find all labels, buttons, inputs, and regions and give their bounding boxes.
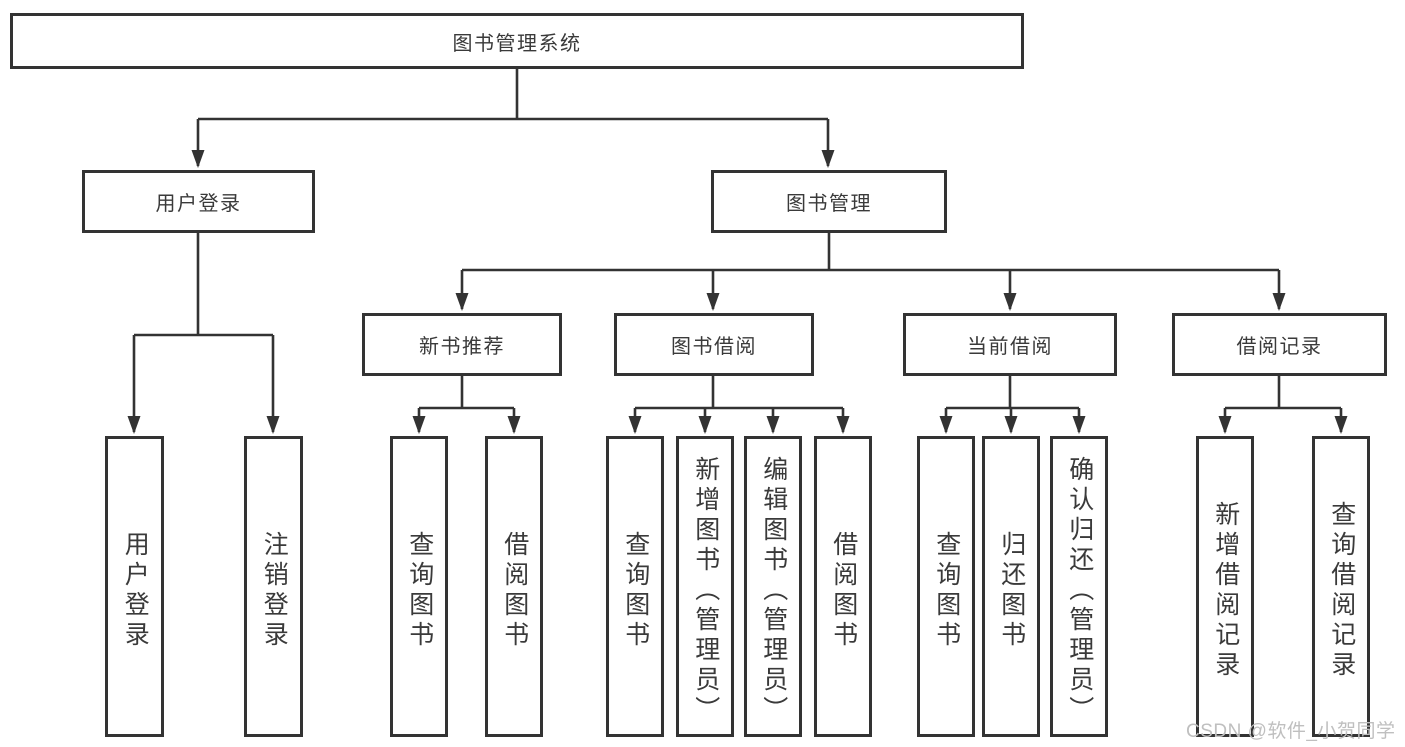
node-leaf-borrow-books-1-label: 借阅图书 [500,530,529,651]
node-user-login: 用户登录 [82,170,315,233]
node-leaf-query-books-2-label: 查询图书 [621,530,650,651]
node-leaf-borrow-books-2: 借阅图书 [814,436,872,737]
node-book-management-label: 图书管理 [786,193,872,215]
node-leaf-confirm-return-admin: 确认归还（管理员） [1050,436,1108,737]
connector-current-borrow-children [939,376,1086,434]
node-borrow-records: 借阅记录 [1172,313,1387,376]
node-leaf-query-borrow-record-label: 查询借阅记录 [1327,500,1356,681]
node-leaf-edit-books-admin: 编辑图书（管理员） [744,436,802,737]
connector-new-book-rec-children [412,376,521,434]
connector-user-login-children [127,233,280,434]
node-root: 图书管理系统 [10,13,1024,69]
node-user-login-label: 用户登录 [155,193,242,215]
node-leaf-query-books-3-label: 查询图书 [932,530,961,651]
node-leaf-return-books-label: 归还图书 [997,530,1026,651]
node-leaf-query-books-2: 查询图书 [606,436,664,737]
node-book-management: 图书管理 [711,170,947,233]
node-leaf-query-borrow-record: 查询借阅记录 [1312,436,1370,737]
node-leaf-add-borrow-record: 新增借阅记录 [1196,436,1254,737]
node-root-label: 图书管理系统 [452,32,582,55]
node-leaf-user-login-label: 用户登录 [121,530,150,651]
node-leaf-borrow-books-1: 借阅图书 [485,436,543,737]
node-book-borrow-label: 图书借阅 [671,336,757,358]
node-new-book-recommend-label: 新书推荐 [419,336,505,358]
node-book-borrow: 图书借阅 [614,313,814,376]
node-leaf-add-books-admin-label: 新增图书（管理员） [691,455,720,726]
node-leaf-add-borrow-record-label: 新增借阅记录 [1211,500,1240,681]
node-borrow-records-label: 借阅记录 [1236,336,1323,358]
node-leaf-query-books-1: 查询图书 [390,436,448,737]
connector-book-mgmt-children [455,233,1286,311]
node-current-borrow-label: 当前借阅 [967,336,1053,358]
csdn-watermark: CSDN @软件_小贺同学 [1186,721,1396,742]
connector-borrow-records-children [1218,376,1348,434]
node-new-book-recommend: 新书推荐 [362,313,562,376]
node-leaf-query-books-1-label: 查询图书 [405,530,434,651]
node-leaf-borrow-books-2-label: 借阅图书 [829,530,858,651]
node-leaf-return-books: 归还图书 [982,436,1040,737]
connector-book-borrow-children [628,376,850,434]
node-leaf-user-login: 用户登录 [105,436,164,737]
node-leaf-logout: 注销登录 [244,436,303,737]
node-leaf-confirm-return-admin-label: 确认归还（管理员） [1065,455,1094,726]
node-current-borrow: 当前借阅 [903,313,1117,376]
node-leaf-query-books-3: 查询图书 [917,436,975,737]
connector-root-to-level2 [191,69,835,168]
node-leaf-edit-books-admin-label: 编辑图书（管理员） [759,455,788,726]
node-leaf-logout-label: 注销登录 [260,530,289,651]
node-leaf-add-books-admin: 新增图书（管理员） [676,436,734,737]
